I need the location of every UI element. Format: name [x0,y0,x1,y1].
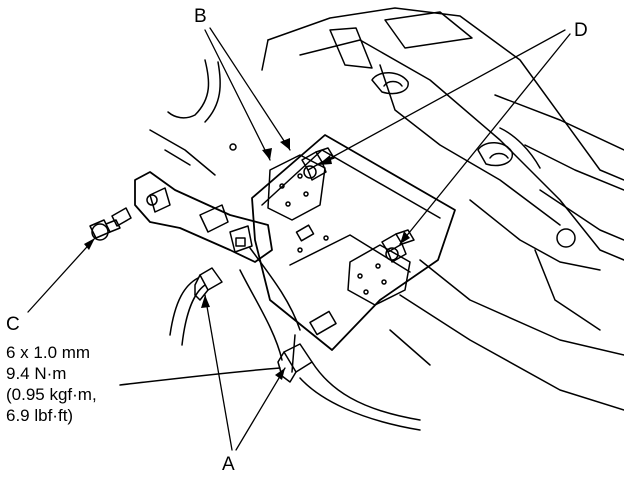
leader-a-1 [204,294,233,451]
arrowhead-c [84,238,95,250]
arrowhead-a-2 [275,368,285,380]
panel-outline [119,59,301,386]
leader-b-2 [209,27,291,151]
bolt-size: 6 x 1.0 mm [6,343,91,362]
arrowhead-a-1 [201,295,210,308]
connector-a-upper [194,267,223,301]
mounting-plate [251,134,456,351]
leader-d-1 [317,29,566,166]
bolt-d-lower [381,229,415,263]
leader-a-2 [235,367,286,451]
torque-kgf: (0.95 kgf·m, [6,385,97,404]
callout-a: A [222,454,235,475]
side-bracket [134,143,273,263]
leader-d-2 [399,33,571,245]
arrowhead-b-1 [262,148,272,160]
callout-d: D [574,20,588,41]
body-structure [261,7,624,411]
leader-b-1 [204,29,271,161]
arrowhead-d-1 [318,155,332,165]
torque-nm: 9.4 N·m [6,364,67,383]
arrowheads [84,138,410,380]
arrowhead-d-2 [400,231,410,244]
leader-lines [27,27,571,451]
leader-c [27,237,96,313]
callout-c: C [6,314,20,335]
bolt-c [89,207,132,241]
arrowhead-b-2 [280,138,290,150]
connector-a-lower [277,343,421,431]
callout-b: B [194,6,207,27]
torque-lbf: 6.9 lbf·ft) [6,406,74,425]
